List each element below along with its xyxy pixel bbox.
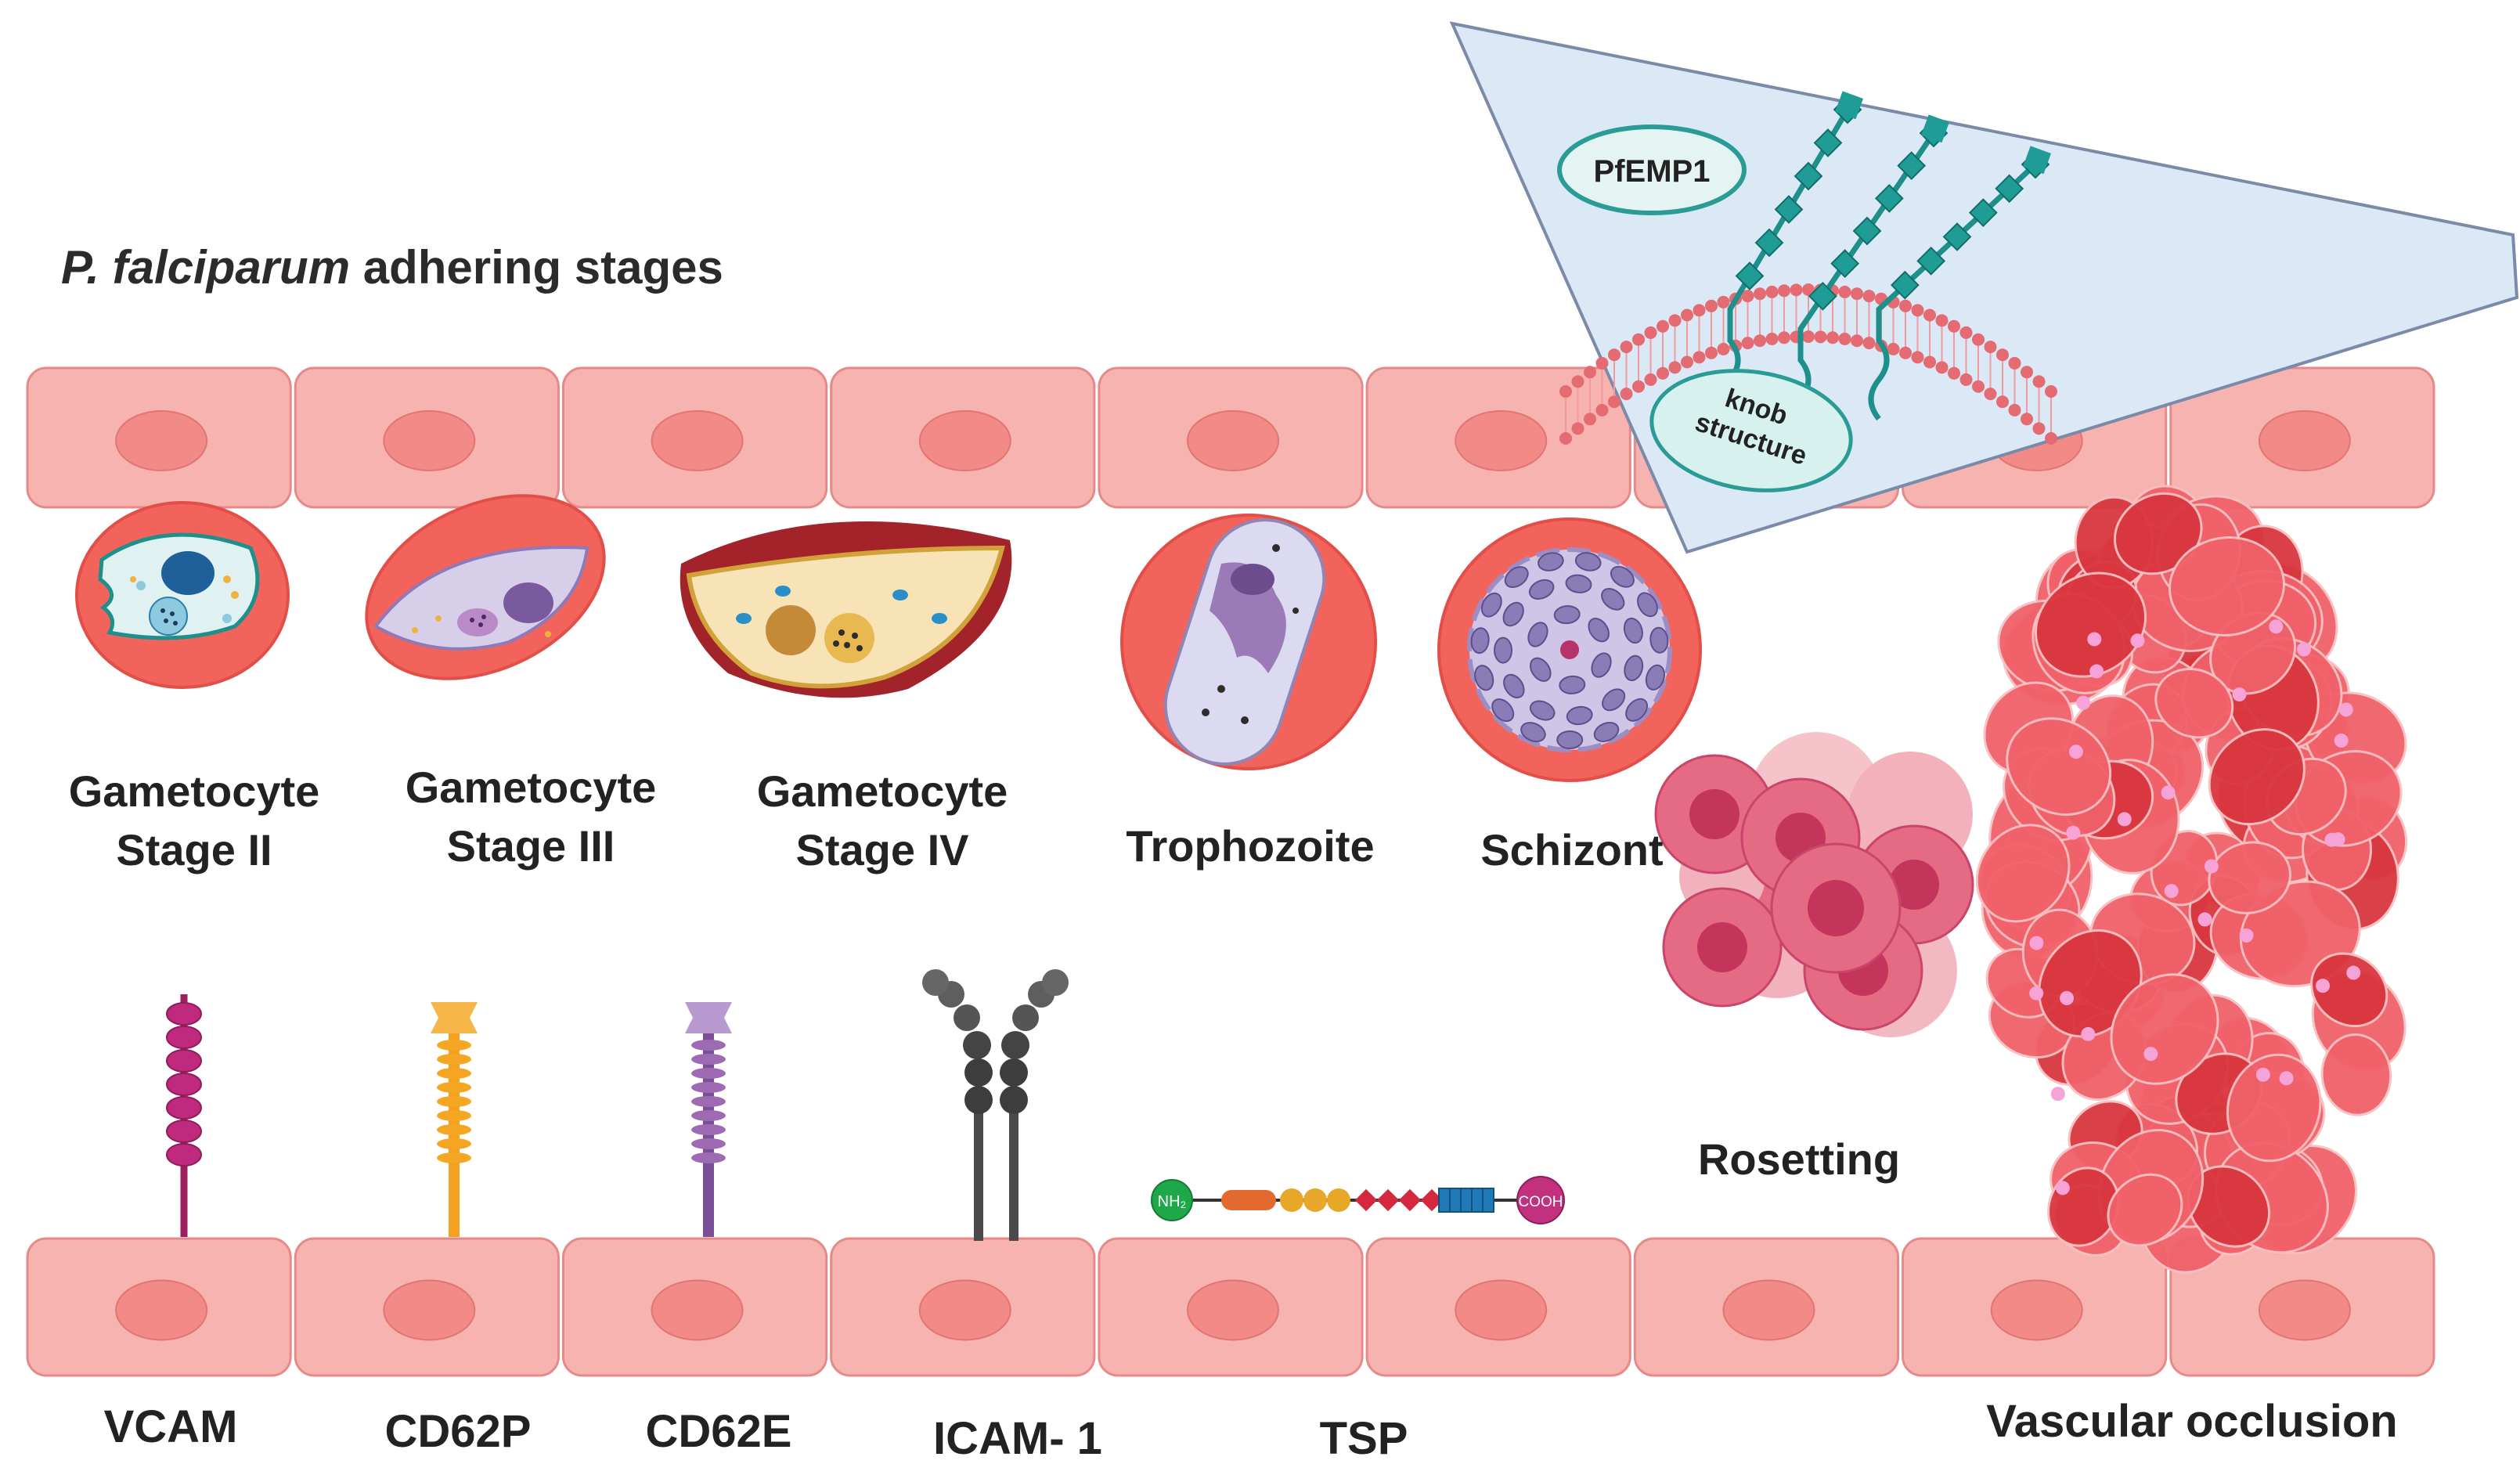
trophozoite-cell — [1120, 514, 1377, 770]
tsp-receptor: NH₂ COOH — [1151, 1176, 1565, 1224]
tsp-n-terminus: NH₂ — [1158, 1193, 1187, 1210]
endothelial-cell — [1098, 366, 1364, 509]
stage-label-iii-line1: Gametocyte — [406, 763, 657, 812]
endothelial-cell — [1365, 1237, 1631, 1377]
receptor-label-cd62p: CD62P — [385, 1406, 532, 1457]
pfemp1-label: PfEMP1 — [1594, 154, 1711, 189]
gametocyte-stage-ii-cell — [75, 501, 290, 689]
endothelial-cell — [1365, 366, 1631, 509]
vascular-occlusion-label: Vascular occlusion — [1986, 1396, 2397, 1447]
rosette-cluster — [1654, 732, 1974, 1037]
stage-label-iv-line1: Gametocyte — [757, 766, 1008, 816]
schizont-cell — [1437, 517, 1702, 782]
stage-label-iv-line2: Stage IV — [796, 825, 969, 874]
vcam-receptor — [166, 994, 202, 1237]
gametocyte-stage-iii-cell — [365, 494, 606, 680]
endothelial-cell — [830, 366, 1096, 509]
endothelial-cell — [1098, 1237, 1364, 1377]
vascular-occlusion-mass — [1975, 485, 2408, 1274]
stage-label-ii-line2: Stage II — [116, 825, 272, 874]
diagram-title: P. falciparum adhering stages — [61, 241, 723, 294]
stage-label-iii-line2: Stage III — [447, 821, 615, 871]
tsp-c-terminus: COOH — [1519, 1194, 1563, 1210]
endothelial-cell — [26, 366, 292, 509]
icam-1-receptor — [922, 969, 1069, 1241]
receptor-label-cd62e: CD62E — [646, 1406, 792, 1457]
endothelial-cell — [2169, 366, 2435, 509]
rosetting-label: Rosetting — [1698, 1134, 1900, 1184]
endothelial-cell — [561, 1237, 828, 1377]
title-species: P. falciparum — [61, 241, 350, 294]
stage-label-trophozoite: Trophozoite — [1126, 821, 1374, 871]
receptor-label-icam-1: ICAM- 1 — [933, 1413, 1102, 1464]
endothelial-cell — [1902, 1237, 2168, 1377]
gametocyte-stage-iv-cell — [680, 521, 1012, 698]
receptor-label-vcam: VCAM — [104, 1401, 238, 1452]
knob-structure — [1649, 369, 1853, 492]
title-rest: adhering stages — [350, 241, 723, 294]
stage-label-ii-line1: Gametocyte — [69, 766, 320, 816]
endothelial-cell — [2169, 1237, 2435, 1377]
cd62p-receptor — [431, 1002, 478, 1237]
pfemp1-inset: knob structure PfEMP1 — [1449, 21, 2519, 554]
pfemp1-badge — [1557, 124, 1747, 215]
bottom-endothelium-row — [26, 1237, 2435, 1377]
endothelial-cell — [561, 366, 828, 509]
cd62e-receptor — [685, 1002, 732, 1237]
stage-label-schizont: Schizont — [1480, 825, 1663, 874]
endothelial-cell — [1633, 1237, 1900, 1377]
receptor-label-tsp: TSP — [1320, 1413, 1408, 1464]
endothelial-cell — [830, 1237, 1096, 1377]
endothelial-cell — [294, 1237, 560, 1377]
endothelial-cell — [294, 366, 560, 509]
schizont-merozoites — [1470, 552, 1669, 749]
endothelial-cell — [26, 1237, 292, 1377]
